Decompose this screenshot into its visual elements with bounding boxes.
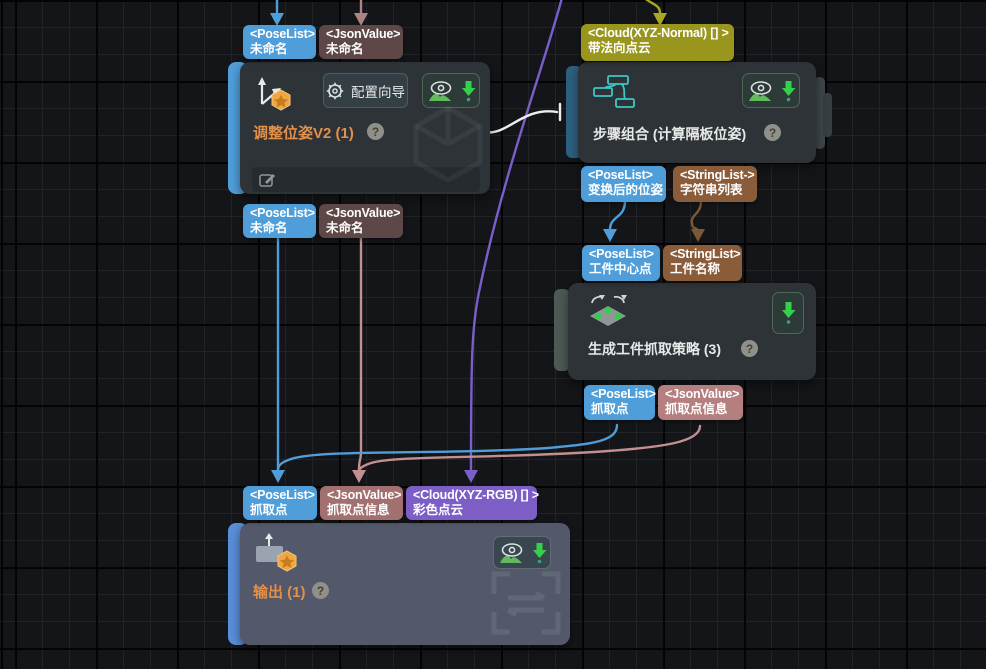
config-wizard-label: 配置向导 — [351, 84, 405, 100]
download-arrow-icon[interactable] — [532, 542, 547, 564]
diamond-dots-icon — [590, 295, 627, 326]
port-grasp-in-centers[interactable]: <PoseList>工件中心点 — [582, 245, 660, 281]
wire-in-cloud-normal — [645, 0, 662, 17]
visualize-save-group — [493, 536, 551, 569]
help-badge[interactable]: ? — [764, 124, 781, 141]
wire-transformed-poses — [608, 199, 627, 232]
step-group-stack-pill — [823, 93, 832, 137]
comment-strip[interactable] — [252, 167, 480, 192]
download-arrow-icon[interactable] — [461, 80, 476, 102]
port-grasp-out-info[interactable]: <JsonValue>抓取点信息 — [658, 385, 743, 420]
port-output-in-info[interactable]: <JsonValue>抓取点信息 — [320, 486, 403, 520]
port-adjust-pose-in-json[interactable]: <JsonValue>未命名 — [319, 25, 403, 59]
edit-pencil-icon — [259, 173, 275, 187]
flowchart-icon — [593, 75, 635, 108]
node-title: 步骤组合 (计算隔板位姿) — [593, 126, 747, 142]
arrowhead — [691, 229, 705, 242]
port-output-in-picks[interactable]: <PoseList>抓取点 — [243, 486, 317, 520]
node-title: 输出 (1) — [253, 584, 306, 601]
arrowhead — [271, 470, 285, 483]
gear-icon — [326, 82, 344, 99]
download-arrow-icon — [781, 302, 795, 324]
wire-grasp-picks — [276, 423, 619, 472]
port-grasp-in-names[interactable]: <StringList>工件名称 — [663, 245, 742, 281]
port-step-group-out-pose[interactable]: <PoseList>变换后的位姿 — [581, 166, 666, 202]
port-adjust-pose-in-pose[interactable]: <PoseList>未命名 — [243, 25, 316, 59]
node-output[interactable]: 输出 (1) ? — [240, 523, 570, 645]
visualize-save-group — [422, 73, 480, 108]
axes-star-icon — [258, 77, 291, 111]
arrowhead — [464, 470, 478, 483]
node-step-group[interactable]: 步骤组合 (计算隔板位姿) ? — [578, 62, 816, 163]
port-grasp-out-picks[interactable]: <PoseList>抓取点 — [584, 385, 656, 420]
node-title: 调整位姿V2 (1) — [253, 125, 354, 142]
visualize-save-group — [742, 73, 800, 108]
node-grasp-strategy[interactable]: 生成工件抓取策略 (3) ? — [568, 283, 816, 380]
help-badge[interactable]: ? — [741, 340, 758, 357]
help-badge[interactable]: ? — [312, 582, 329, 599]
port-step-group-out-strings[interactable]: <StringList->字符串列表 — [673, 166, 757, 202]
eye-mountain-icon[interactable] — [747, 80, 773, 102]
save-output-button[interactable] — [772, 292, 804, 334]
port-output-in-cloud[interactable]: <Cloud(XYZ-RGB) [] >彩色点云 — [406, 486, 539, 520]
port-adjust-pose-out-pose[interactable]: <PoseList>未命名 — [243, 204, 316, 238]
wire-string-list — [690, 199, 703, 233]
download-arrow-icon[interactable] — [781, 80, 796, 102]
arrowhead — [352, 470, 366, 483]
box-upload-star-icon — [256, 533, 297, 572]
node-adjust-pose-v2[interactable]: 配置向导 调整位姿V2 (1) ? — [240, 62, 490, 194]
wire-unnamed-json-down — [357, 236, 363, 472]
wire-exec-white — [478, 110, 559, 134]
arrowhead — [603, 229, 617, 242]
port-step-group-in-cloud[interactable]: <Cloud(XYZ-Normal) [] >带法向点云 — [581, 24, 734, 61]
step-group-stack-pill — [814, 77, 825, 149]
eye-mountain-icon[interactable] — [498, 542, 524, 564]
swap-brackets-watermark-icon — [491, 571, 561, 635]
help-badge[interactable]: ? — [367, 123, 384, 140]
eye-mountain-icon[interactable] — [427, 80, 453, 102]
port-adjust-pose-out-json[interactable]: <JsonValue>未命名 — [319, 204, 403, 238]
config-wizard-button[interactable]: 配置向导 — [323, 73, 408, 108]
wire-grasp-info — [357, 424, 702, 473]
node-title: 生成工件抓取策略 (3) — [588, 341, 721, 357]
